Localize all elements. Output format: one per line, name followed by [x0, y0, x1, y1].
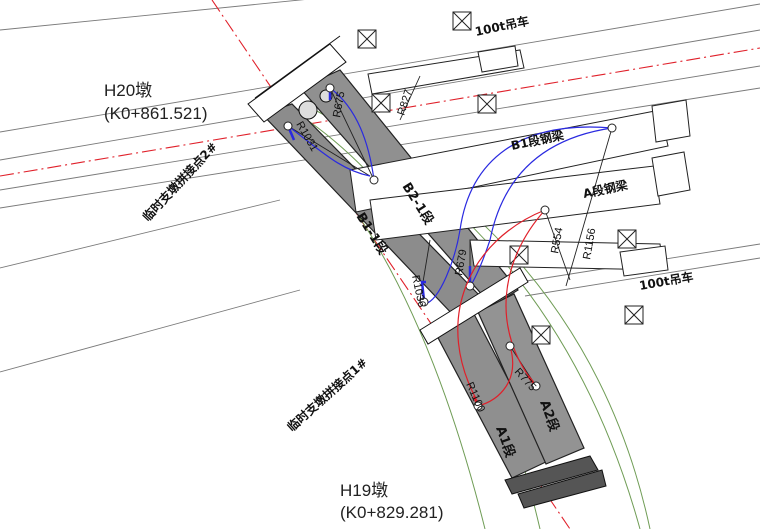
crane-pad-8: [624, 305, 644, 325]
radius-label-r827: R827: [395, 88, 415, 117]
temp-support-point-2: 临时支墩拼接点2#: [139, 139, 220, 224]
crane-pads: [357, 11, 644, 345]
blue-pivot-points: [283, 83, 617, 307]
red-path-a1: [457, 209, 546, 407]
blue-lifting-paths: [286, 87, 613, 305]
pier-h20-name: H20墩: [104, 81, 152, 100]
red-path-a2: [505, 209, 546, 387]
crane-pad-7: [531, 325, 551, 345]
red-pivot-points: [473, 205, 550, 411]
crane-pad-3: [371, 93, 391, 113]
radius-label-r675: R675: [331, 91, 347, 119]
blue-path-r675: [329, 87, 375, 181]
pier-h20-station: (K0+861.521): [104, 104, 208, 123]
pier-h19-station: (K0+829.281): [340, 503, 444, 522]
crane-pad-1: [357, 29, 377, 49]
radius-label-r554: R554: [549, 227, 565, 255]
crane-pad-2: [452, 11, 472, 31]
blue-path-b1: [424, 126, 613, 305]
red-lifting-paths: [457, 209, 546, 407]
temp-support-point-1: 临时支墩拼接点1#: [284, 355, 370, 435]
pier-h19-name: H19墩: [340, 481, 388, 500]
radius-label-r1156: R1156: [581, 227, 598, 260]
crane-label-top: 100t吊车: [474, 13, 531, 39]
crane-pad-6: [617, 229, 637, 249]
blue-path-r1031: [287, 125, 371, 177]
radius-label-r679: R679: [453, 249, 469, 277]
crane-pad-4: [477, 94, 497, 114]
blue-path-b2: [469, 127, 613, 287]
bearing-blocks: [247, 35, 607, 509]
